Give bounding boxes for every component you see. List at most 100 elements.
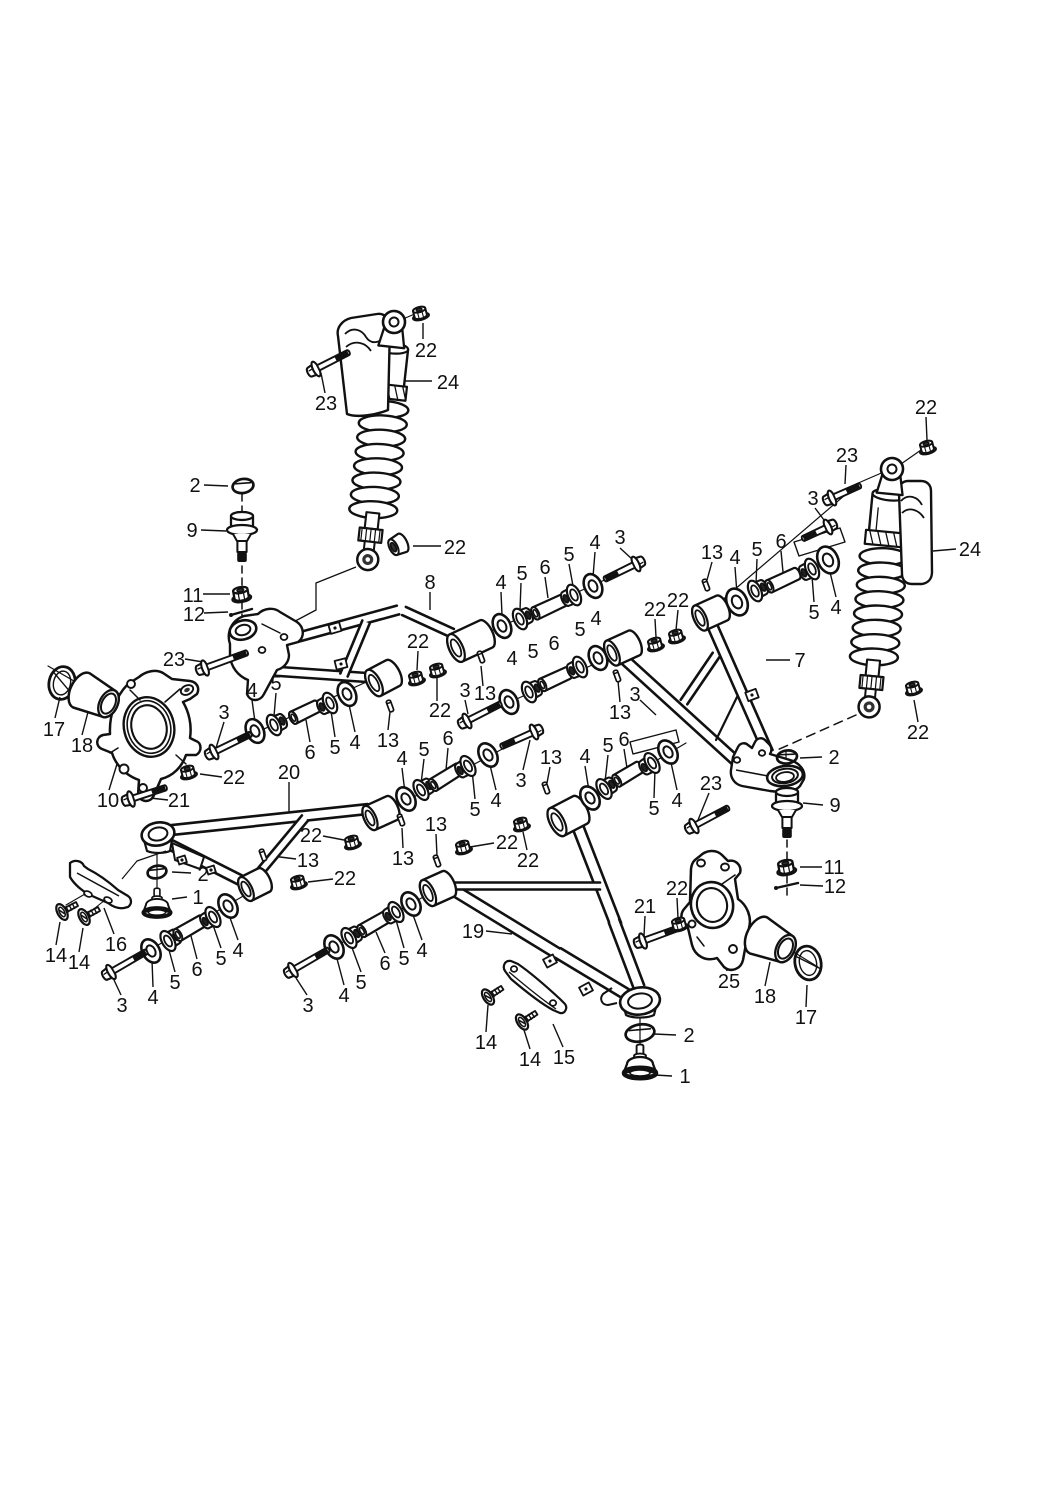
svg-text:6: 6 bbox=[618, 729, 629, 751]
svg-text:5: 5 bbox=[169, 972, 180, 994]
svg-text:22: 22 bbox=[915, 397, 937, 419]
svg-text:4: 4 bbox=[671, 790, 682, 812]
svg-text:3: 3 bbox=[515, 770, 526, 792]
svg-text:4: 4 bbox=[590, 608, 601, 630]
svg-text:9: 9 bbox=[186, 520, 197, 542]
svg-text:12: 12 bbox=[183, 604, 205, 626]
svg-text:22: 22 bbox=[223, 767, 245, 789]
svg-text:14: 14 bbox=[45, 945, 67, 967]
svg-text:3: 3 bbox=[218, 702, 229, 724]
svg-text:13: 13 bbox=[425, 814, 447, 836]
svg-text:1: 1 bbox=[679, 1066, 690, 1088]
svg-text:2: 2 bbox=[189, 475, 200, 497]
svg-text:4: 4 bbox=[396, 748, 407, 770]
svg-text:4: 4 bbox=[338, 985, 349, 1007]
svg-text:11: 11 bbox=[183, 585, 204, 607]
svg-text:5: 5 bbox=[527, 641, 538, 663]
svg-text:13: 13 bbox=[377, 730, 399, 752]
svg-text:13: 13 bbox=[701, 542, 723, 564]
svg-text:19: 19 bbox=[462, 921, 484, 943]
svg-text:5: 5 bbox=[215, 948, 226, 970]
svg-text:4: 4 bbox=[830, 597, 841, 619]
svg-text:24: 24 bbox=[437, 372, 459, 394]
svg-text:7: 7 bbox=[794, 650, 805, 672]
svg-text:5: 5 bbox=[270, 673, 281, 695]
svg-text:3: 3 bbox=[629, 684, 640, 706]
svg-text:5: 5 bbox=[563, 544, 574, 566]
svg-text:6: 6 bbox=[548, 633, 559, 655]
svg-text:22: 22 bbox=[666, 878, 688, 900]
svg-text:22: 22 bbox=[334, 868, 356, 890]
svg-text:5: 5 bbox=[648, 798, 659, 820]
svg-text:13: 13 bbox=[609, 702, 631, 724]
svg-text:22: 22 bbox=[496, 832, 518, 854]
svg-text:5: 5 bbox=[516, 563, 527, 585]
svg-text:11: 11 bbox=[824, 857, 845, 879]
svg-text:22: 22 bbox=[300, 825, 322, 847]
svg-text:3: 3 bbox=[302, 995, 313, 1017]
svg-text:13: 13 bbox=[392, 848, 414, 870]
svg-text:16: 16 bbox=[105, 934, 127, 956]
svg-text:14: 14 bbox=[68, 952, 90, 974]
svg-text:21: 21 bbox=[168, 790, 190, 812]
svg-text:17: 17 bbox=[43, 719, 65, 741]
svg-text:3: 3 bbox=[614, 527, 625, 549]
svg-text:20: 20 bbox=[278, 762, 300, 784]
svg-text:22: 22 bbox=[907, 722, 929, 744]
svg-text:2: 2 bbox=[828, 747, 839, 769]
svg-text:4: 4 bbox=[506, 648, 517, 670]
svg-text:5: 5 bbox=[808, 602, 819, 624]
svg-text:6: 6 bbox=[191, 959, 202, 981]
svg-text:3: 3 bbox=[116, 995, 127, 1017]
svg-text:4: 4 bbox=[589, 532, 600, 554]
svg-text:22: 22 bbox=[407, 631, 429, 653]
svg-text:4: 4 bbox=[232, 940, 243, 962]
svg-text:23: 23 bbox=[836, 445, 858, 467]
svg-text:6: 6 bbox=[304, 742, 315, 764]
svg-text:12: 12 bbox=[824, 876, 846, 898]
svg-text:4: 4 bbox=[416, 940, 427, 962]
svg-text:6: 6 bbox=[379, 953, 390, 975]
svg-text:23: 23 bbox=[700, 773, 722, 795]
svg-text:5: 5 bbox=[469, 799, 480, 821]
svg-text:18: 18 bbox=[71, 735, 93, 757]
svg-text:13: 13 bbox=[297, 850, 319, 872]
svg-text:6: 6 bbox=[442, 728, 453, 750]
svg-text:5: 5 bbox=[329, 737, 340, 759]
svg-text:23: 23 bbox=[163, 649, 185, 671]
svg-text:5: 5 bbox=[418, 739, 429, 761]
svg-text:5: 5 bbox=[574, 619, 585, 641]
svg-text:1: 1 bbox=[192, 887, 203, 909]
svg-text:4: 4 bbox=[579, 746, 590, 768]
svg-text:25: 25 bbox=[718, 971, 740, 993]
svg-text:6: 6 bbox=[775, 531, 786, 553]
svg-text:4: 4 bbox=[246, 680, 257, 702]
svg-text:22: 22 bbox=[415, 340, 437, 362]
svg-text:4: 4 bbox=[490, 790, 501, 812]
svg-text:8: 8 bbox=[424, 572, 435, 594]
svg-text:24: 24 bbox=[959, 539, 981, 561]
svg-text:5: 5 bbox=[751, 539, 762, 561]
svg-text:14: 14 bbox=[519, 1049, 541, 1071]
svg-text:4: 4 bbox=[495, 572, 506, 594]
svg-text:14: 14 bbox=[475, 1032, 497, 1054]
svg-text:5: 5 bbox=[398, 948, 409, 970]
svg-text:5: 5 bbox=[602, 735, 613, 757]
svg-text:4: 4 bbox=[349, 732, 360, 754]
svg-text:22: 22 bbox=[429, 700, 451, 722]
svg-text:2: 2 bbox=[683, 1025, 694, 1047]
svg-text:22: 22 bbox=[644, 599, 666, 621]
svg-text:21: 21 bbox=[634, 896, 656, 918]
svg-text:22: 22 bbox=[667, 590, 689, 612]
svg-text:22: 22 bbox=[517, 850, 539, 872]
svg-text:23: 23 bbox=[315, 393, 337, 415]
svg-text:4: 4 bbox=[729, 547, 740, 569]
svg-text:13: 13 bbox=[540, 747, 562, 769]
svg-text:10: 10 bbox=[97, 790, 119, 812]
svg-text:4: 4 bbox=[147, 987, 158, 1009]
svg-text:22: 22 bbox=[444, 537, 466, 559]
svg-text:3: 3 bbox=[807, 488, 818, 510]
svg-text:6: 6 bbox=[539, 557, 550, 579]
svg-text:13: 13 bbox=[474, 683, 496, 705]
svg-text:17: 17 bbox=[795, 1007, 817, 1029]
